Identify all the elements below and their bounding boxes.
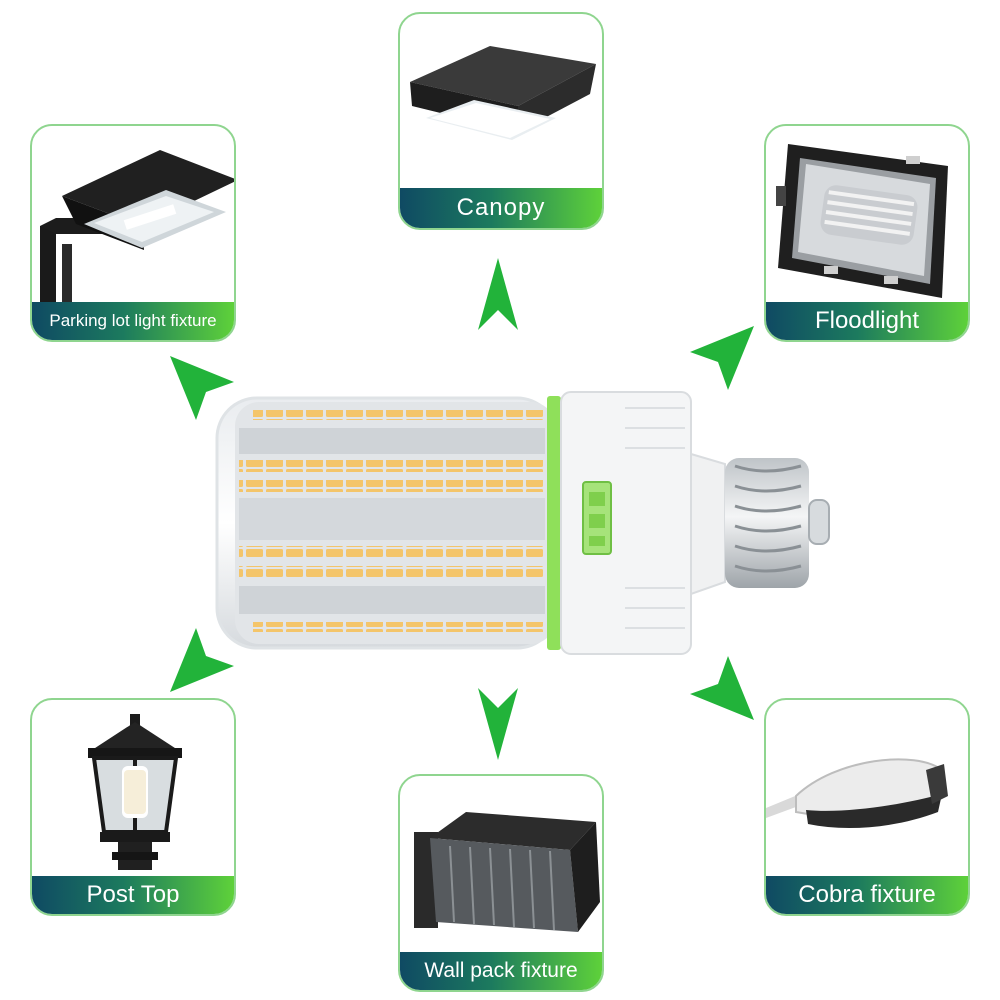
label-text-parking-lot: Parking lot light fixture: [49, 311, 217, 330]
parking-lot-light-icon: [40, 150, 234, 306]
card-post-top: Post Top: [30, 698, 236, 916]
arrow-down-left-icon: [170, 628, 234, 692]
label-wall-pack: Wall pack fixture: [400, 952, 602, 990]
card-canopy: Canopy: [398, 12, 604, 230]
wall-pack-icon: [414, 812, 600, 932]
label-text-cobra: Cobra fixture: [798, 881, 936, 908]
label-text-canopy: Canopy: [456, 194, 546, 221]
label-cobra: Cobra fixture: [766, 876, 968, 914]
arrow-down-icon: [478, 688, 518, 760]
label-post-top: Post Top: [32, 876, 234, 914]
label-text-wall-pack: Wall pack fixture: [424, 959, 578, 982]
card-wall-pack: Wall pack fixture: [398, 774, 604, 992]
label-canopy: Canopy: [400, 188, 602, 228]
canopy-fixture-icon: [410, 46, 596, 140]
arrow-up-left-icon: [170, 356, 234, 420]
label-parking-lot: Parking lot light fixture: [32, 302, 234, 340]
post-top-lantern-icon: [88, 714, 182, 870]
label-text-post-top: Post Top: [86, 881, 180, 908]
card-floodlight: Floodlight: [764, 124, 970, 342]
label-text-floodlight: Floodlight: [814, 307, 920, 334]
floodlight-icon: [776, 144, 948, 298]
arrow-up-right-icon: [690, 326, 754, 390]
arrow-down-right-icon: [690, 656, 754, 720]
label-floodlight: Floodlight: [766, 302, 968, 340]
card-cobra: Cobra fixture: [764, 698, 970, 916]
card-parking-lot: Parking lot light fixture: [30, 124, 236, 342]
arrow-up-icon: [478, 258, 518, 330]
led-corn-bulb-icon: [215, 391, 830, 655]
cobra-head-icon: [766, 758, 948, 828]
